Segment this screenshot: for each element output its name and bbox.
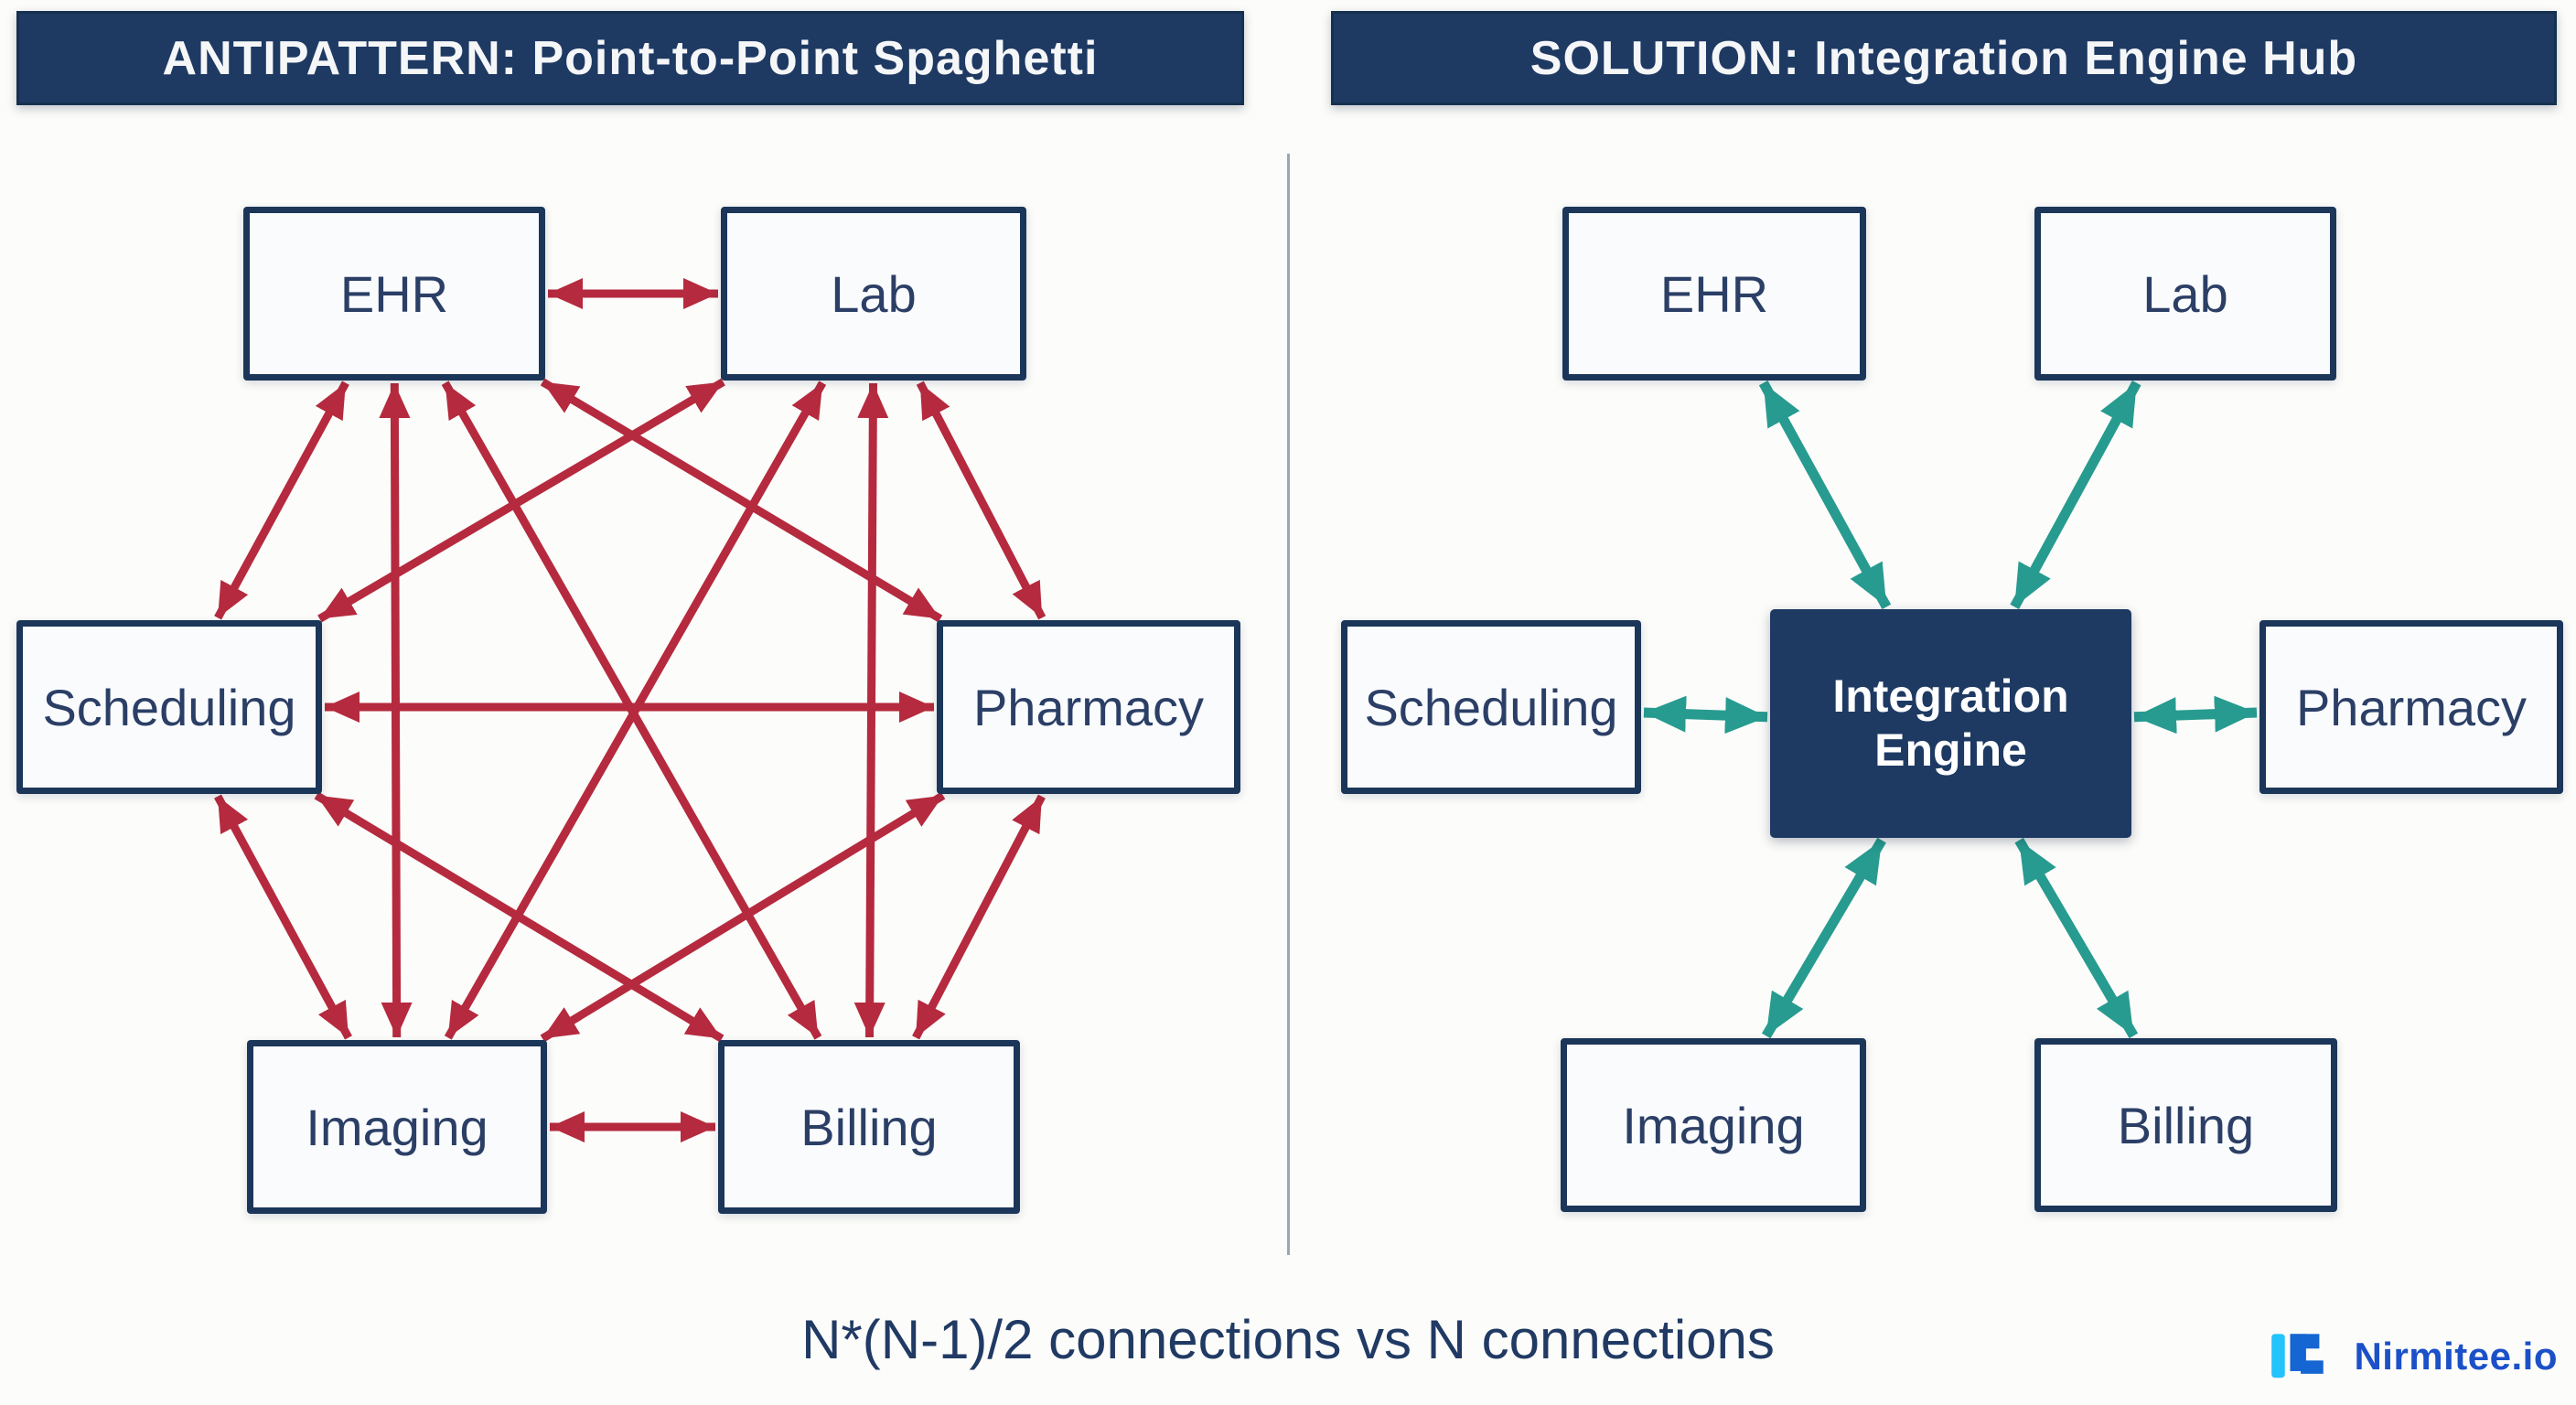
right-ehr-box: EHR bbox=[1562, 207, 1866, 381]
solution-header-title: SOLUTION: Integration Engine Hub bbox=[1530, 31, 2358, 85]
antipattern-header: ANTIPATTERN: Point-to-Point Spaghetti bbox=[16, 11, 1244, 105]
right-imaging-box: Imaging bbox=[1561, 1038, 1866, 1212]
left-edge-lab-scheduling bbox=[317, 378, 725, 623]
left-imaging-box: Imaging bbox=[247, 1040, 547, 1214]
right-lab-box: Lab bbox=[2034, 207, 2336, 381]
left-edge-scheduling-billing bbox=[314, 791, 724, 1043]
brand-logo-icon bbox=[2271, 1334, 2324, 1378]
brand-logo: Nirmitee.io bbox=[2268, 1330, 2558, 1383]
point-to-point-arrows bbox=[214, 278, 1046, 1142]
left-edge-pharmacy-billing bbox=[912, 794, 1046, 1040]
solution-header: SOLUTION: Integration Engine Hub bbox=[1331, 11, 2557, 105]
left-edge-pharmacy-imaging bbox=[540, 791, 946, 1043]
right-hub-box: Integration Engine bbox=[1770, 609, 2131, 838]
left-ehr-box: EHR bbox=[243, 207, 545, 381]
right-edge-lab-hub bbox=[2010, 380, 2141, 610]
left-edge-lab-pharmacy bbox=[916, 381, 1046, 620]
brand-logo-text: Nirmitee.io bbox=[2354, 1335, 2558, 1378]
left-edge-ehr-pharmacy bbox=[540, 378, 943, 623]
right-edge-scheduling-hub bbox=[1643, 695, 1768, 735]
right-scheduling-box: Scheduling bbox=[1341, 620, 1641, 794]
right-billing-box: Billing bbox=[2034, 1038, 2337, 1212]
left-scheduling-box: Scheduling bbox=[16, 620, 322, 794]
left-billing-box: Billing bbox=[718, 1040, 1020, 1214]
right-edge-billing-hub bbox=[2014, 837, 2139, 1039]
left-pharmacy-box: Pharmacy bbox=[937, 620, 1240, 794]
left-edge-ehr-scheduling bbox=[214, 381, 349, 620]
antipattern-header-title: ANTIPATTERN: Point-to-Point Spaghetti bbox=[162, 31, 1099, 85]
connections-formula-caption: N*(N-1)/2 connections vs N connections bbox=[801, 1309, 1775, 1370]
right-pharmacy-box: Pharmacy bbox=[2259, 620, 2563, 794]
left-lab-box: Lab bbox=[721, 207, 1026, 381]
right-edge-pharmacy-hub bbox=[2133, 695, 2258, 735]
right-edge-ehr-hub bbox=[1758, 380, 1892, 610]
left-edge-scheduling-imaging bbox=[214, 794, 352, 1040]
panel-divider bbox=[1287, 154, 1290, 1255]
hub-spoke-arrows bbox=[1643, 380, 2258, 1039]
right-edge-imaging-hub bbox=[1761, 837, 1886, 1039]
